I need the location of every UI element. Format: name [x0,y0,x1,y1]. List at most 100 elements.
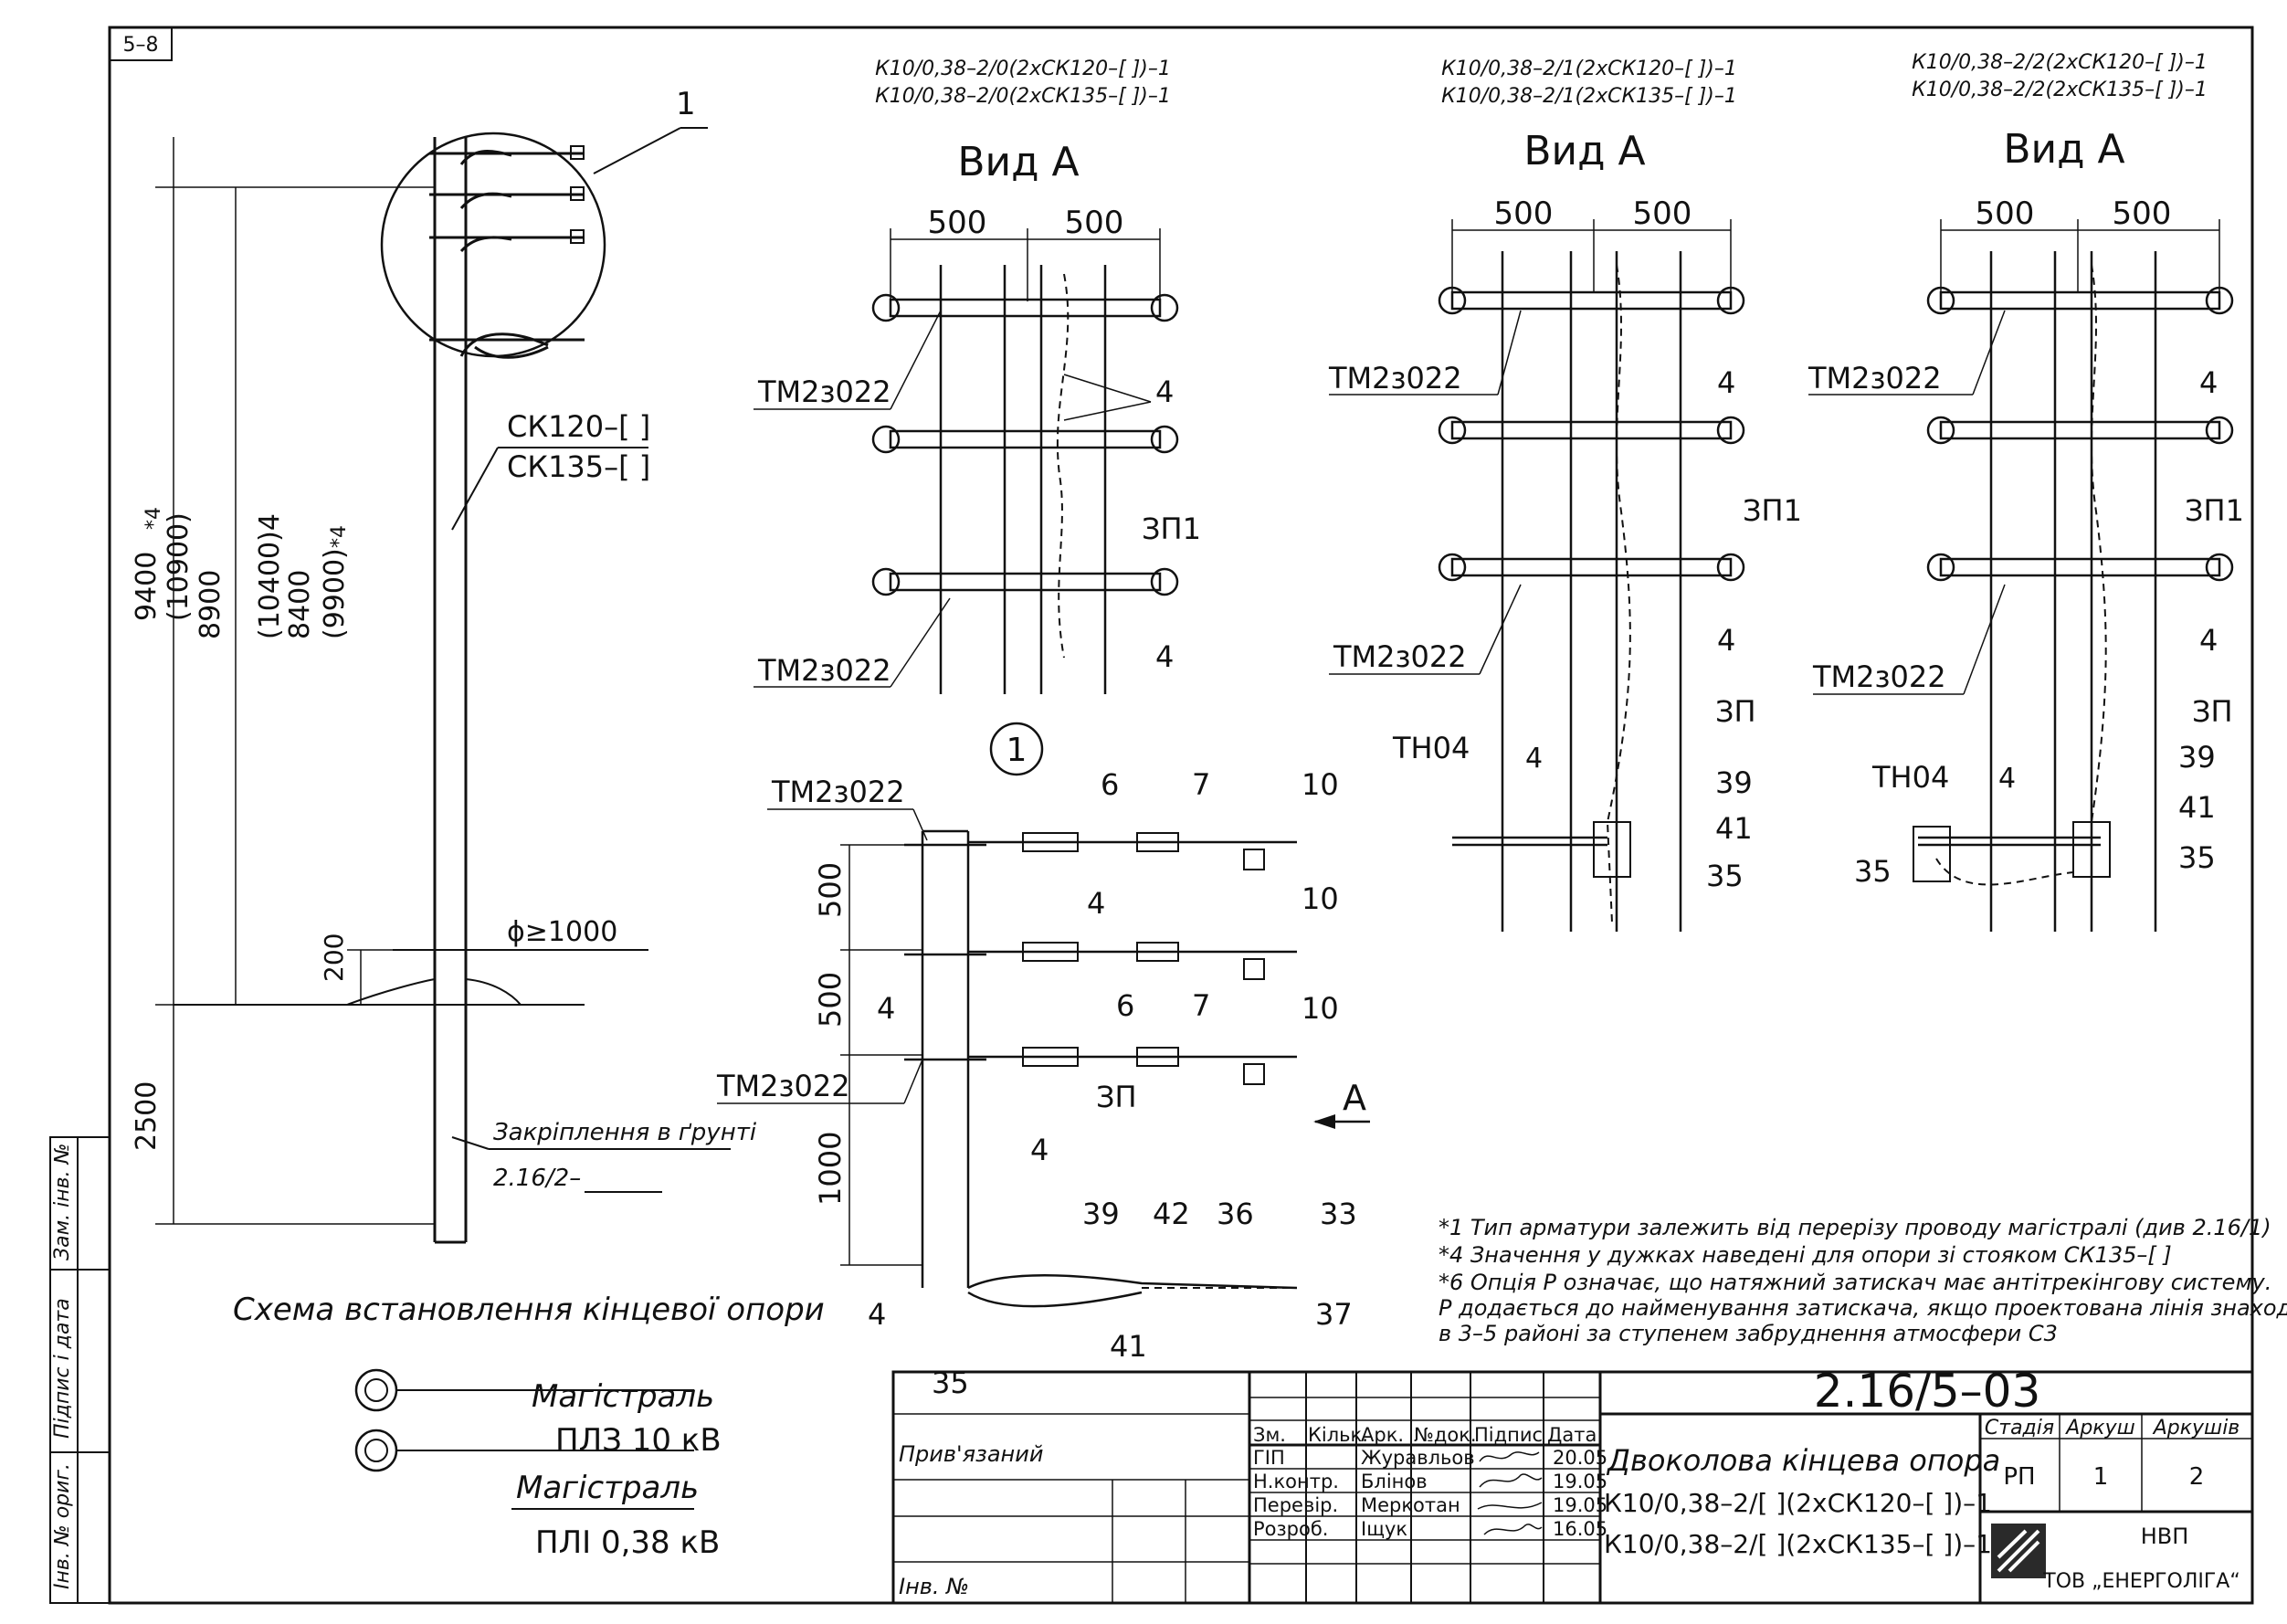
view2-label-tm-top: ТМ2з022 [1328,361,1462,395]
detail-label-6-top: 6 [1101,767,1119,802]
view2-label-41: 41 [1715,811,1753,846]
doc-title-1: Двоколова кінцева опора [1606,1443,2000,1478]
tb-name-3: Меркотан [1361,1494,1460,1516]
tb-name-2: Блінов [1361,1471,1428,1492]
detail-label-zp: ЗП [1096,1080,1137,1114]
detail-label-tm-top: ТМ2з022 [771,775,905,809]
detail-label-4-b: 4 [877,991,895,1026]
view-a-2: К10/0,38–2/1(2хСК120–[ ])–1 К10/0,38–2/1… [1328,58,1802,932]
view2-label-4-mid: 4 [1717,623,1735,658]
signature-2 [1479,1473,1543,1488]
view3-label-tm-top: ТМ2з022 [1807,361,1942,395]
signature-4 [1483,1524,1543,1535]
view3-label-4-low: 4 [1998,763,2016,795]
view2-label-tm-bottom: ТМ2з022 [1333,639,1467,674]
scheme-caption: Схема встановлення кінцевої опори [233,1292,825,1328]
view2-label-zp: ЗП [1715,694,1756,729]
title-block: Прив'язаний Інв. № Зм. Кільк. Арк. №док.… [891,1365,2254,1605]
org-name-1: НВП [2141,1524,2189,1549]
view2-code-2: К10/0,38–2/1(2хСК135–[ ])–1 [1441,85,1737,108]
tb-role-3: Перевір. [1253,1494,1338,1516]
detail-label-41: 41 [1110,1329,1147,1364]
view3-label-zp: ЗП [2192,694,2233,729]
detail-label-7-mid: 7 [1192,988,1210,1023]
view3-label-4-mid: 4 [2199,623,2218,658]
doc-code: 2.16/5–03 [1814,1365,2041,1418]
stage-head-arkush: Аркуш [2064,1417,2134,1439]
detail-label-7-top: 7 [1192,767,1210,802]
tb-role-2: Н.контр. [1253,1471,1339,1492]
tb-linked: Прив'язаний [899,1441,1043,1467]
dim-8400: 8400 [284,570,316,639]
view2-label-4-low: 4 [1525,743,1543,775]
org-name-2: ТОВ „ЕНЕРГОЛІГА“ [2042,1570,2240,1593]
view-a-3: К10/0,38–2/2(2хСК120–[ ])–1 К10/0,38–2/2… [1807,51,2244,932]
view2-label-39: 39 [1715,765,1753,800]
legend-sub-2: ПЛІ 0,38 кВ [535,1524,720,1561]
dim-2500: 2500 [131,1081,163,1151]
view3-dim-left: 500 [1976,195,2035,232]
view3-label-35-left: 35 [1854,854,1892,889]
stage-head-stadiya: Стадія [1985,1417,2054,1439]
tb-date-4: 16.05 [1553,1518,1607,1540]
callout-main: 1 [676,86,696,122]
doc-title-3: К10/0,38–2/[ ](2хСК135–[ ])–1 [1604,1529,1992,1559]
view3-code-2: К10/0,38–2/2(2хСК135–[ ])–1 [1912,79,2208,101]
sheet-code-box [109,26,173,61]
pole-scheme: 1 9400 (10900) *4 8900 (10400)4 8400 (99… [131,86,825,1561]
signature-1 [1479,1451,1540,1462]
detail-dim-500b: 500 [813,972,848,1028]
view1-label-4-bottom: 4 [1155,639,1174,674]
dim-200: 200 [319,933,349,982]
note-5: в 3–5 районі за ступенем забруднення атм… [1439,1321,2058,1346]
view1-dim-left: 500 [928,205,987,241]
strip-sign-date: Підпис і дата [51,1298,74,1439]
ground-fixing-label: Закріплення в ґрунті [493,1119,757,1146]
view2-dim-left: 500 [1494,195,1554,232]
detail-label-39: 39 [1082,1197,1120,1231]
view3-label-zp1: ЗП1 [2185,493,2244,528]
detail-dim-1000: 1000 [813,1132,848,1206]
view1-label-zp1: ЗП1 [1142,511,1201,546]
detail-callout: 1 [1006,732,1028,769]
detail-label-10-a: 10 [1302,767,1339,802]
view1-code-2: К10/0,38–2/0(2хСК135–[ ])–1 [875,85,1171,108]
legend-label-2: Магістраль [516,1470,699,1506]
tb-name-4: Іщук [1361,1518,1407,1540]
sheet-code: 5–8 [123,34,159,57]
view3-code-1: К10/0,38–2/2(2хСК120–[ ])–1 [1912,51,2208,74]
tb-head-pidpys: Підпис [1474,1424,1543,1446]
strip-inv-orig: Інв. № ориг. [51,1463,74,1589]
detail-label-36: 36 [1217,1197,1254,1231]
strip-repl-inv: Зам. інв. № [51,1144,74,1261]
view3-label-tm-bottom: ТМ2з022 [1812,659,1946,694]
view3-label-41: 41 [2178,790,2216,825]
detail-dim-500a: 500 [813,862,848,918]
notes: *1 Тип арматури залежить від перерізу пр… [1439,1215,2287,1346]
detail-label-tm-bottom: ТМ2з022 [716,1069,850,1103]
ground-fixing-ref: 2.16/2– [493,1165,581,1192]
view1-label-tm-top: ТМ2з022 [757,374,891,409]
view2-label-4-top: 4 [1717,365,1735,400]
note-4: Р додається до найменування затискача, я… [1439,1295,2287,1321]
view2-dim-right: 500 [1633,195,1692,232]
detail-label-4-d: 4 [868,1297,886,1332]
detail-label-10-c: 10 [1302,991,1339,1026]
tb-head-ark: Арк. [1361,1424,1404,1446]
dim-10400: (10400)4 [254,513,286,639]
view3-label-35-right: 35 [2178,840,2216,875]
view1-label-4-top: 4 [1155,374,1174,409]
legend-label-1: Магістраль [532,1378,714,1415]
diameter-label: ϕ≥1000 [507,916,617,948]
legend-symbol-10kv [354,1368,398,1412]
stand-label-sk120: СК120–[ ] [507,409,650,444]
view3-label-39: 39 [2178,740,2216,775]
stage-head-arkushiv: Аркушів [2152,1417,2240,1439]
note-1: *1 Тип арматури залежить від перерізу пр… [1439,1215,2271,1240]
dim-9900: (9900) [319,548,351,639]
view2-title: Вид А [1523,128,1645,174]
dim-10900: (10900) [163,512,195,621]
tb-head-data: Дата [1547,1424,1597,1446]
view2-code-1: К10/0,38–2/1(2хСК120–[ ])–1 [1441,58,1737,80]
view1-title: Вид А [957,139,1079,185]
